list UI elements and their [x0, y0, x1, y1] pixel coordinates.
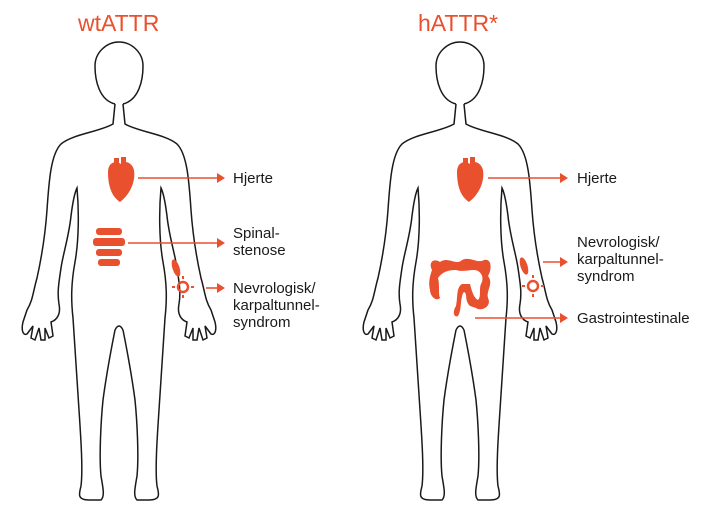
label-heart-right: Hjerte	[577, 170, 617, 187]
arrow-neuro-right	[543, 257, 568, 267]
label-neuro-line-3: syndrom	[233, 314, 320, 331]
label-neuro-right: Nevrologisk/ karpaltunnel- syndrom	[577, 234, 664, 285]
body-outline-left	[22, 42, 216, 500]
label-neuro-line-1: Nevrologisk/	[577, 234, 664, 251]
label-neuro-line-1: Nevrologisk/	[233, 280, 320, 297]
colon-icon	[429, 259, 490, 317]
label-neuro-left: Nevrologisk/ karpaltunnel- syndrom	[233, 280, 320, 331]
label-neuro-line-2: karpaltunnel-	[577, 251, 664, 268]
label-neuro-line-3: syndrom	[577, 268, 664, 285]
spine-icon	[93, 228, 125, 266]
label-spine-left: Spinal- stenose	[233, 225, 286, 259]
label-spine-line-1: Spinal-	[233, 225, 286, 242]
heart-icon	[457, 157, 483, 202]
arrow-heart-right	[488, 173, 568, 183]
nerve-icon	[170, 258, 194, 298]
label-heart-left: Hjerte	[233, 170, 273, 187]
arrow-heart-left	[138, 173, 225, 183]
panel-title-left: wtATTR	[78, 10, 159, 37]
arrow-spine-left	[128, 238, 225, 248]
label-neuro-line-2: karpaltunnel-	[233, 297, 320, 314]
heart-icon	[108, 157, 134, 202]
nerve-icon	[518, 256, 544, 297]
label-spine-line-2: stenose	[233, 242, 286, 259]
arrow-neuro-left	[206, 283, 225, 293]
label-gi-right: Gastrointestinale	[577, 310, 690, 327]
panel-title-right: hATTR*	[418, 10, 498, 37]
